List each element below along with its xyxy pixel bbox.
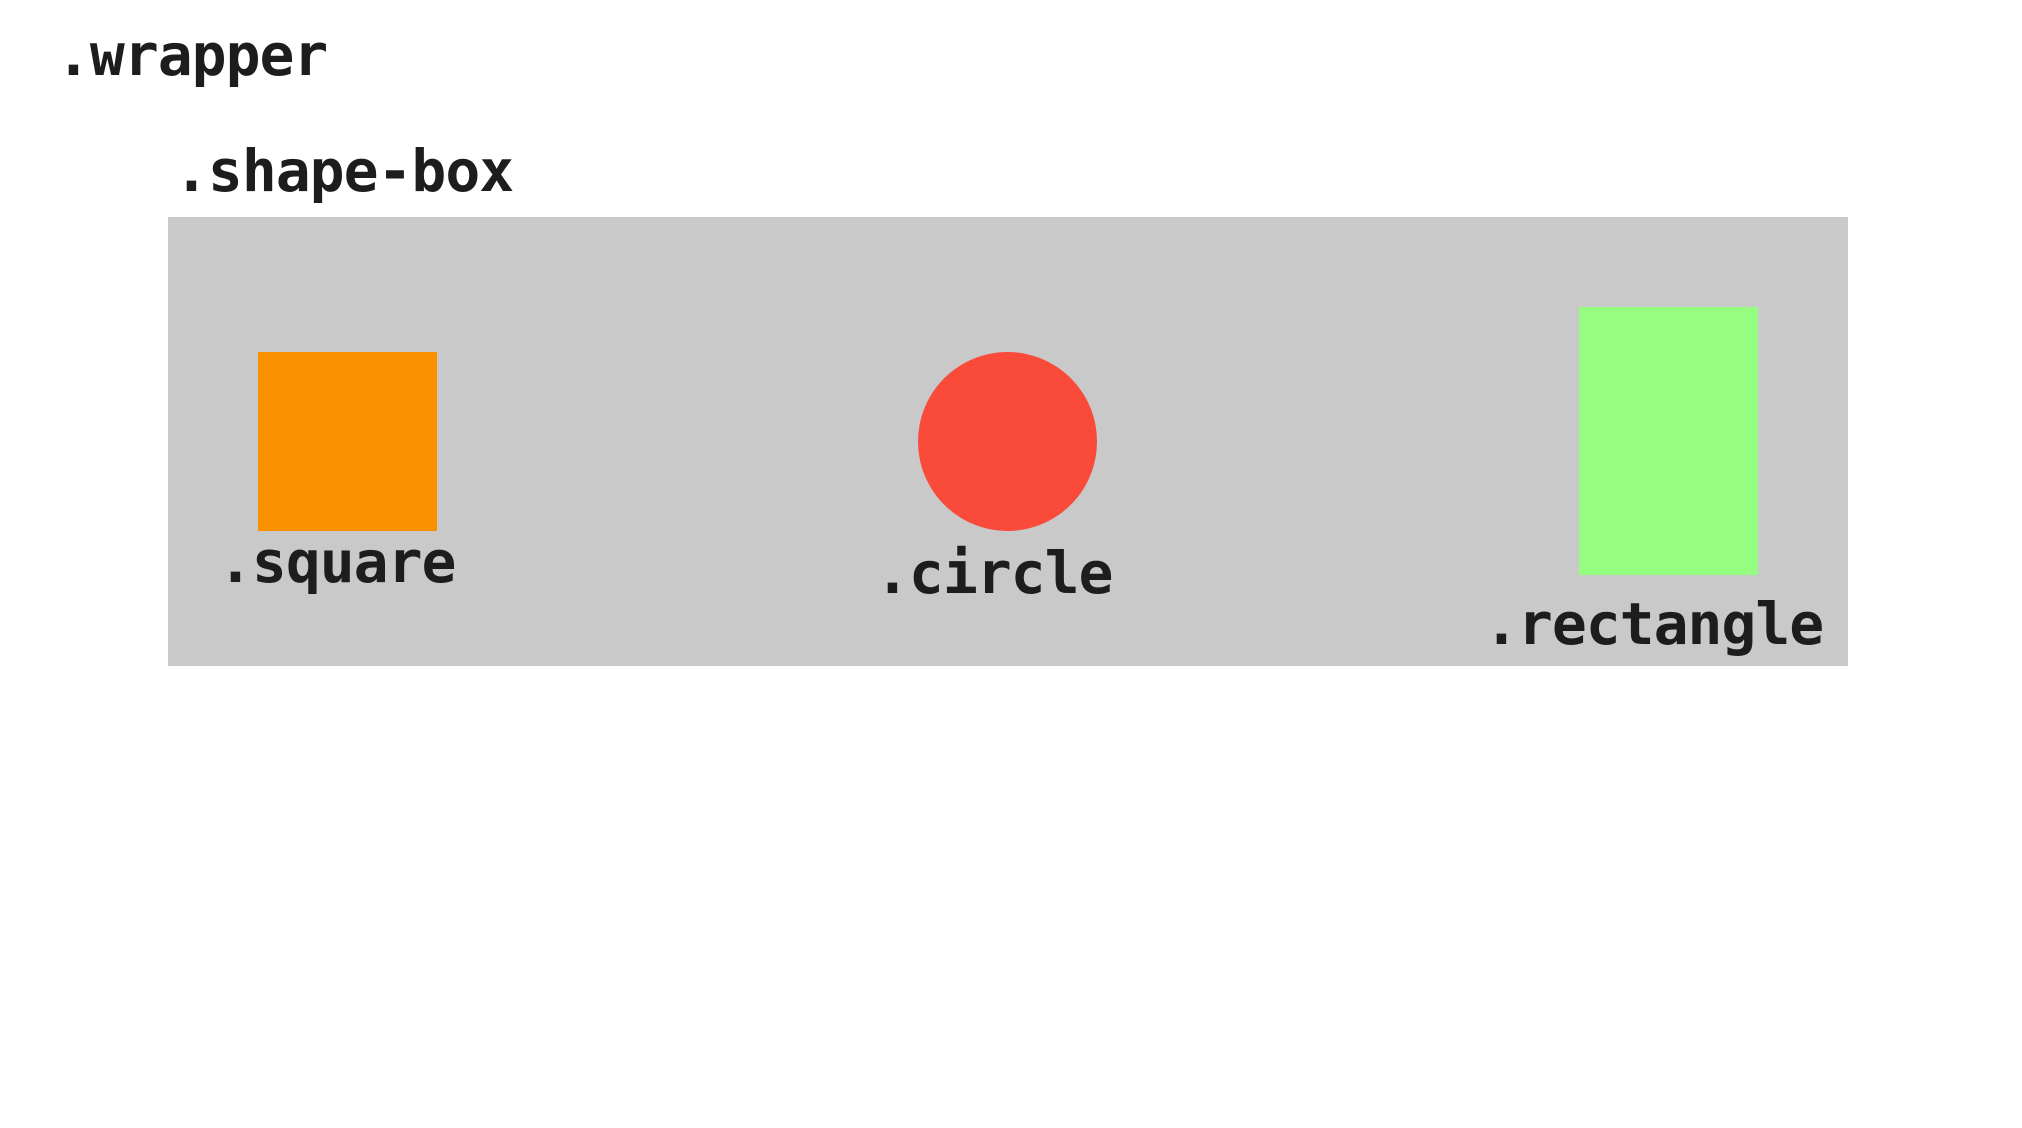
circle-shape [918, 352, 1097, 531]
shape-box-label: .shape-box [174, 137, 514, 205]
circle-label: .circle [875, 539, 1113, 607]
square-shape [258, 352, 437, 531]
square-label: .square [218, 528, 456, 596]
shape-box: .square .circle .rectangle [168, 217, 1848, 666]
rectangle-shape [1579, 307, 1758, 575]
rectangle-label: .rectangle [1484, 590, 1824, 658]
wrapper-label: .wrapper [56, 21, 328, 89]
